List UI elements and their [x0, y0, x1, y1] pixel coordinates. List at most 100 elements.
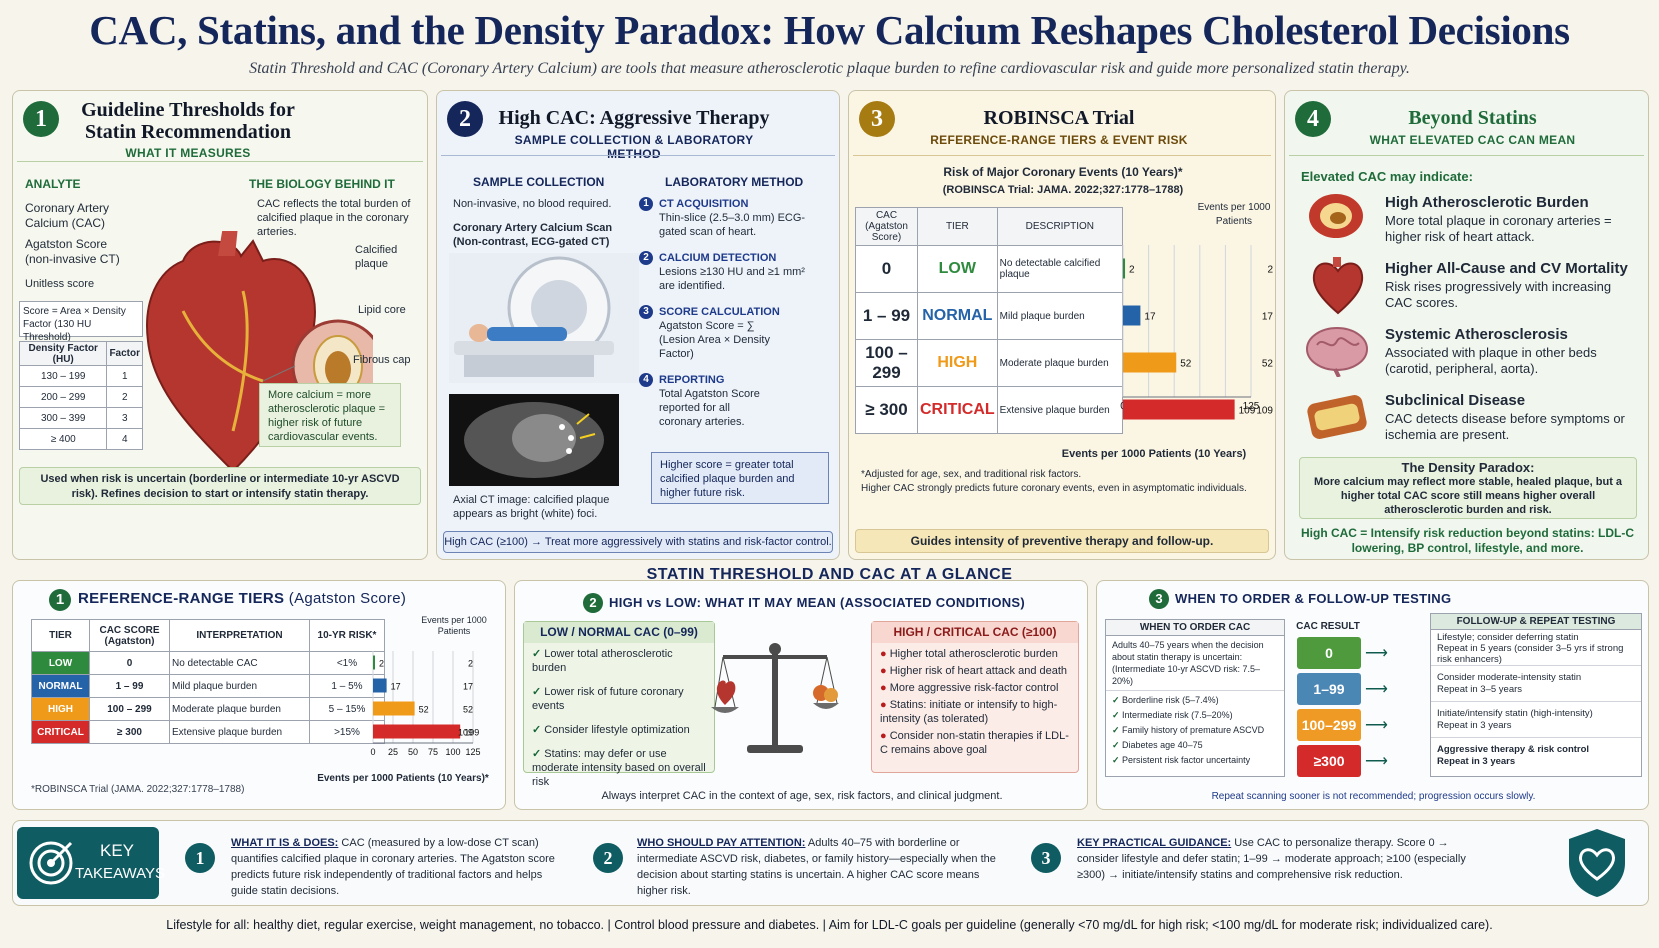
panel-subtitle: SAMPLE COLLECTION & LABORATORY METHOD: [514, 133, 754, 161]
step-text: Thin-slice (2.5–3.0 mm) ECG-gated scan o…: [659, 212, 806, 238]
section-title-paren: (Agatston Score): [288, 590, 407, 607]
panel-number: 3: [859, 101, 895, 137]
when-list: ✓ Borderline risk (5–7.4%) ✓ Intermediat…: [1106, 691, 1284, 770]
panel-subtitle: WHAT ELEVATED CAC CAN MEAN: [1369, 133, 1576, 147]
when-item: ✓ Persistent risk factor uncertainty: [1112, 755, 1251, 765]
when-item: ✓ Family history of premature ASCVD: [1112, 725, 1265, 735]
takeaway-number: 3: [1031, 843, 1061, 873]
interpret-note: Always interpret CAC in the context of a…: [601, 790, 1003, 802]
panel-subtitle: WHAT IT MEASURES: [125, 146, 251, 160]
density-cell: ≥ 400: [18, 428, 108, 450]
item-heading: Higher All-Cause and CV Mortality: [1385, 260, 1628, 277]
page-title: CAC, Statins, and the Density Paradox: H…: [89, 7, 1570, 53]
step-heading: REPORTING: [659, 374, 725, 386]
takeaway-body: Adults 40–75 with borderline or intermed…: [637, 837, 996, 897]
density-cell: 130 – 199: [18, 365, 108, 387]
bar-value-label: 2: [1129, 265, 1135, 276]
chart-title: Risk of Major Coronary Events (10 Years)…: [943, 165, 1183, 179]
bar: [1123, 352, 1177, 373]
desc-cell: Moderate plaque burden: [996, 339, 1124, 387]
step-text: Agatston Score = ∑ (Lesion Area × Densit…: [659, 320, 770, 360]
follow-up-repeat: Repeat in 5 years (consider 3–5 yrs if s…: [1437, 643, 1624, 665]
low-item: ✓ Lower risk of future coronary events: [532, 686, 684, 712]
cac-score-cell: 1 – 99: [89, 674, 170, 698]
higher-score-note: Higher score = greater total calcified p…: [651, 452, 829, 504]
ct-caption: Axial CT image: calcified plaque appears…: [453, 494, 610, 520]
when-item-text: Family history of premature ASCVD: [1122, 725, 1265, 735]
follow-up-repeat: Repeat in 3 years: [1437, 720, 1512, 731]
when-item-text: Diabetes age 40–75: [1122, 740, 1203, 750]
lab-method-heading: LABORATORY METHOD: [665, 175, 804, 189]
interpretation-cell: Mild plaque burden: [169, 674, 310, 698]
events-value-label: 2: [468, 659, 473, 669]
factor-cell: 1: [106, 365, 143, 387]
high-critical-box: HIGH / CRITICAL CAC (≥100) ● Higher tota…: [871, 621, 1079, 773]
cac-score-cell: 100 – 299: [89, 697, 170, 721]
x-axis-label: Events per 1000 Patients (10 Years)*: [317, 773, 489, 784]
when-item-text: Persistent risk factor uncertainty: [1122, 755, 1251, 765]
item-heading: High Atherosclerotic Burden: [1385, 194, 1589, 211]
footnote-robinsca: *ROBINSCA Trial (JAMA. 2022;327:1778–178…: [31, 784, 245, 795]
heart-illustration: [146, 231, 373, 473]
item-text: More total plaque in coronary arteries =…: [1385, 213, 1612, 244]
panel1-footer: Used when risk is uncertain (borderline …: [19, 467, 421, 505]
cac-cell: 100 – 299: [855, 339, 918, 387]
panel2-footer: High CAC (≥100) → Treat more aggressivel…: [443, 531, 833, 553]
events-value-label: 52: [1262, 359, 1274, 370]
analyte-agatston: Agatston Score (non-invasive CT): [25, 237, 120, 266]
interpretation-cell: Extensive plaque burden: [169, 720, 310, 744]
takeaway-text: WHAT IT IS & DOES: CAC (measured by a lo…: [231, 835, 571, 899]
step-number: 4: [639, 373, 653, 387]
th: 10-YR RISK*: [309, 619, 385, 652]
result-100-299: 100–299: [1297, 709, 1361, 741]
section-number: 2: [583, 593, 603, 613]
label-fibrous-cap: Fibrous cap: [353, 354, 411, 366]
high-list: ● Higher total atherosclerotic burden ● …: [872, 643, 1078, 761]
bar-value-label: 2: [379, 659, 384, 669]
takeaway-body: CAC (measured by a low-dose CT scan) qua…: [231, 837, 555, 897]
when-item: ✓ Borderline risk (5–7.4%): [1112, 695, 1219, 705]
low-normal-box: LOW / NORMAL CAC (0–99) ✓ Lower total at…: [523, 621, 715, 788]
low-item-text: Lower total atherosclerotic burden: [532, 648, 673, 674]
bar: [1123, 258, 1126, 279]
takeaway-heading: KEY PRACTICAL GUIDANCE:: [1077, 837, 1232, 849]
follow-up-box: FOLLOW-UP & REPEAT TESTING Lifestyle; co…: [1430, 613, 1642, 777]
desc-cell: Mild plaque burden: [996, 292, 1124, 340]
section-title: REFERENCE-RANGE TIERS (Agatston Score): [78, 590, 406, 607]
target-icon: [29, 841, 73, 885]
when-item: ✓ Intermediate risk (7.5–20%): [1112, 710, 1233, 720]
th-tier: TIER: [917, 207, 998, 246]
density-cell: 300 – 399: [18, 407, 108, 429]
low-item-text: Statins: may defer or use moderate inten…: [532, 748, 706, 788]
item-text: CAC detects disease before symptoms or i…: [1385, 411, 1625, 442]
tier-badge: LOW: [31, 651, 90, 675]
follow-up-heading: FOLLOW-UP & REPEAT TESTING: [1431, 614, 1641, 630]
x-tick-label: 50: [408, 747, 418, 757]
step-heading: CT ACQUISITION: [659, 198, 749, 210]
high-item: ● Statins: initiate or intensify to high…: [880, 699, 1058, 725]
follow-up-repeat: Repeat in 3 years: [1437, 756, 1516, 767]
result-0: 0: [1297, 637, 1361, 669]
repeat-scan-note: Repeat scanning sooner is not recommende…: [1211, 791, 1536, 802]
section-title: WHEN TO ORDER & FOLLOW-UP TESTING: [1175, 591, 1452, 606]
step-heading: SCORE CALCULATION: [659, 306, 780, 318]
step-number: 2: [639, 251, 653, 265]
item-text: Associated with plaque in other beds (ca…: [1385, 345, 1597, 376]
events-value-label: 52: [463, 705, 473, 715]
takeaway-body: Use CAC to personalize therapy. Score 0 …: [1077, 837, 1466, 881]
footnote-adjusted: *Adjusted for age, sex, and traditional …: [861, 469, 1082, 480]
key-takeaways-badge: KEY TAKEAWAYS: [17, 827, 165, 899]
section-number: 1: [49, 589, 71, 611]
panel3-footer: Guides intensity of preventive therapy a…: [855, 529, 1269, 553]
step-number: 3: [639, 305, 653, 319]
chart-title-citation: (ROBINSCA Trial: JAMA. 2022;327:1778–178…: [942, 184, 1184, 196]
high-item-text: More aggressive risk-factor control: [889, 682, 1059, 694]
bar: [373, 724, 461, 739]
density-paradox-text: More calcium may reflect more stable, he…: [1313, 476, 1623, 516]
when-item: ✓ Diabetes age 40–75: [1112, 740, 1203, 750]
brain-icon: [1306, 327, 1368, 377]
interpretation-cell: Moderate plaque burden: [169, 697, 310, 721]
panel-title: Beyond Statins: [1408, 107, 1537, 129]
